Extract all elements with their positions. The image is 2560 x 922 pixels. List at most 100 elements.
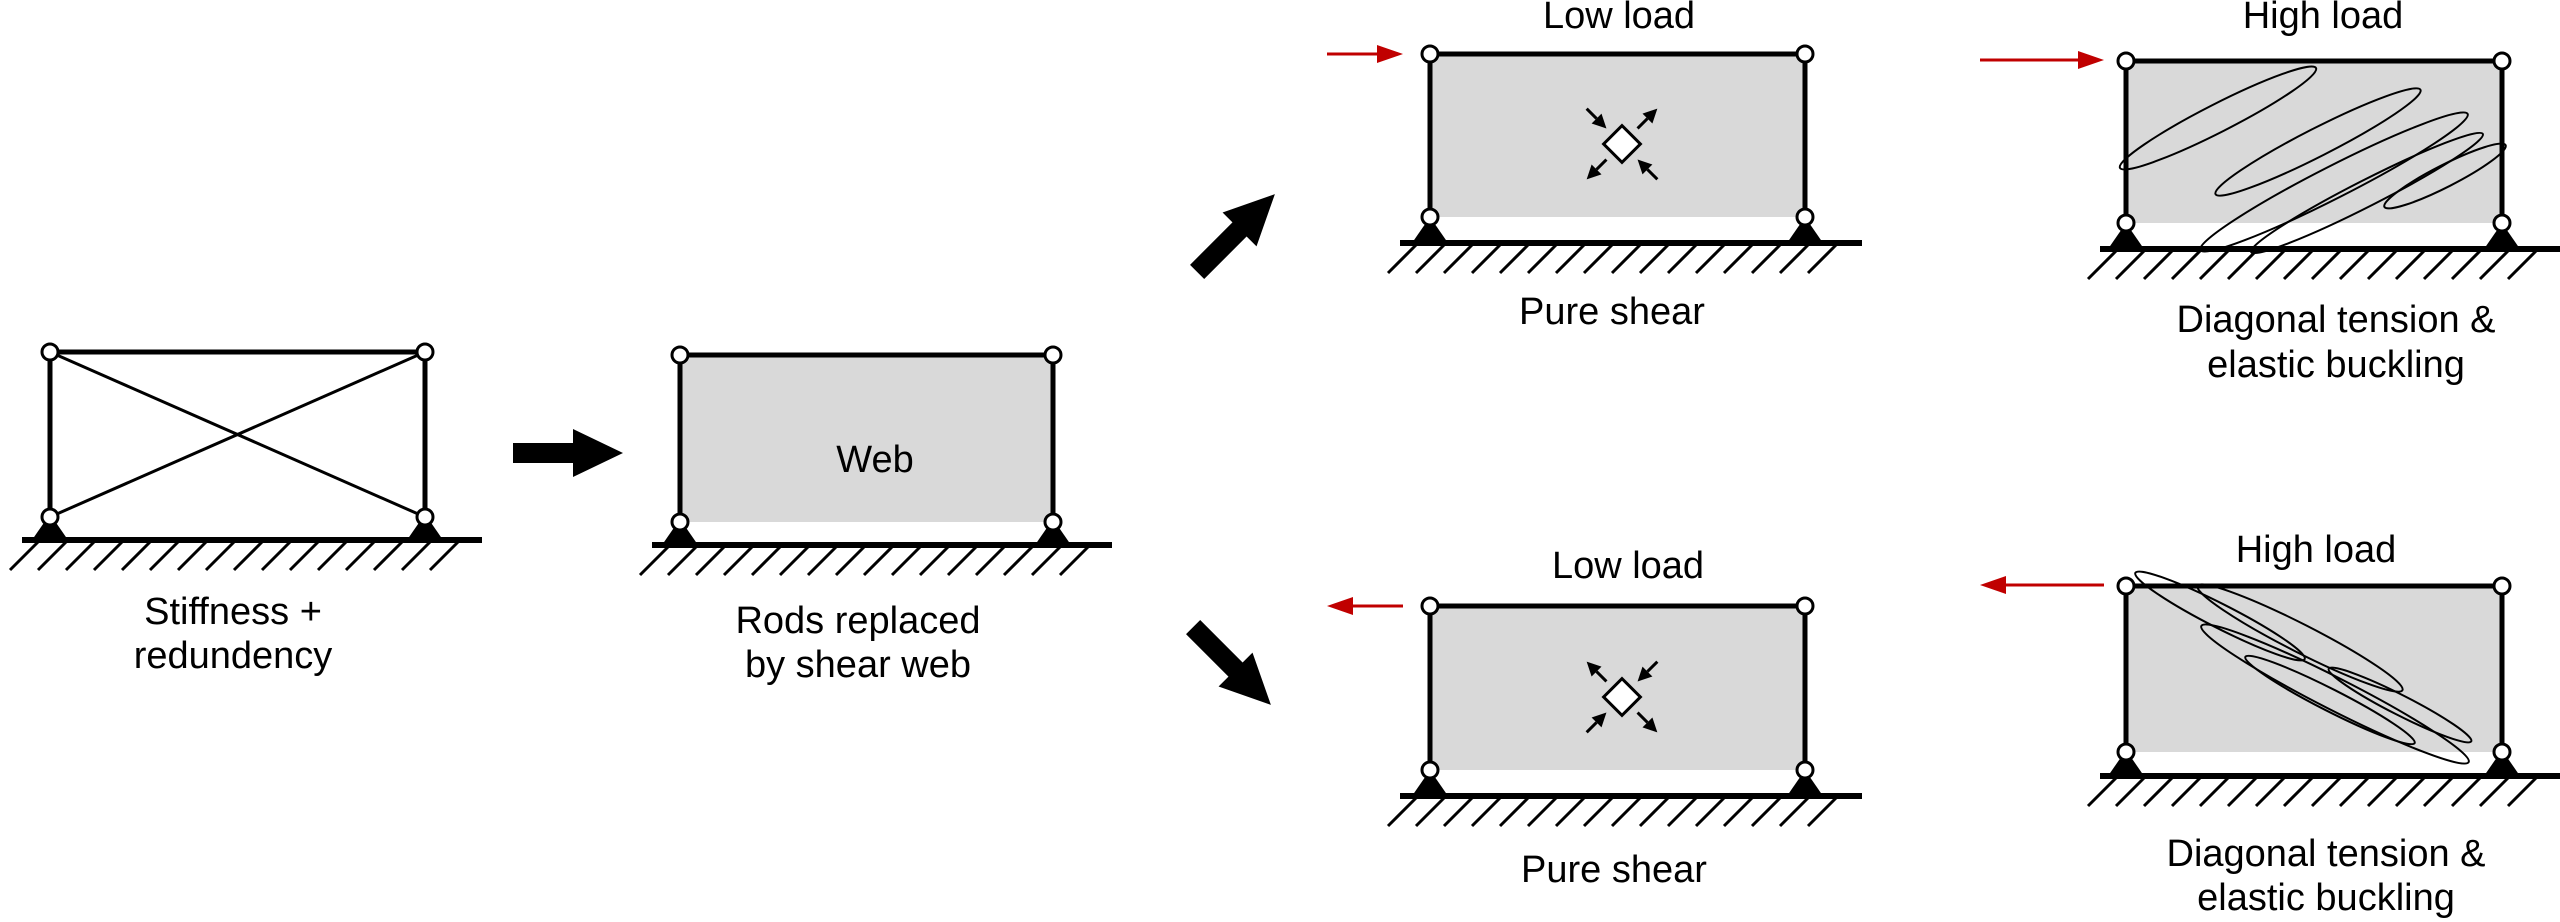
tension-arrow-icon-shaft	[1595, 670, 1608, 683]
buckle-wave-icon	[2118, 65, 2318, 171]
ground-hatch-icon	[288, 540, 320, 572]
ground-hatch-icon	[1778, 243, 1810, 275]
buckle-wave-icon	[2244, 654, 2416, 746]
web-label: Web	[836, 439, 913, 481]
ground-hatch-icon	[1582, 796, 1614, 828]
ground-hatch-icon	[1498, 243, 1530, 275]
ground-hatch-icon	[2310, 776, 2342, 808]
stress-element-icon	[1601, 123, 1643, 165]
shear-web-web-panel	[680, 355, 1053, 522]
ground-hatch-icon	[1526, 796, 1558, 828]
pin-joint-icon	[2116, 742, 2136, 762]
ground-hatch-icon	[2366, 776, 2398, 808]
ground-hatch-icon	[1806, 796, 1838, 828]
bottom-low-ground	[1386, 793, 1862, 828]
ground-hatch-icon	[2394, 776, 2426, 808]
ground-hatch-icon	[1554, 796, 1586, 828]
ground-hatch-icon	[92, 540, 124, 572]
buckle-wave-icon	[2383, 142, 2507, 210]
ground-hatch-icon	[1610, 243, 1642, 275]
ground-hatch-icon	[1030, 545, 1062, 577]
ground-hatch-icon	[2142, 776, 2174, 808]
tension-arrow-icon-shaft	[1595, 158, 1608, 171]
ground-hatch-icon	[2142, 249, 2174, 281]
ground-hatch-icon	[1722, 796, 1754, 828]
flow-arrow-icon	[1190, 194, 1275, 279]
pin-joint-icon	[2492, 742, 2512, 762]
pin-joint-icon	[40, 507, 60, 527]
ground-hatch-icon	[120, 540, 152, 572]
pin-joint-icon	[2116, 51, 2136, 71]
pin-support-icon	[1412, 770, 1448, 796]
truss-caption-line2: redundency	[134, 635, 333, 677]
pin-support-icon	[2108, 750, 2144, 776]
bottom-high-caption-line1: Diagonal tension &	[2167, 833, 2486, 875]
pin-joint-icon	[2492, 213, 2512, 233]
flow-arrow-shape	[1186, 620, 1271, 705]
ground-hatch-icon	[1386, 243, 1418, 275]
ground-hatch-icon	[316, 540, 348, 572]
tension-arrow-icon	[1642, 717, 1658, 733]
ground-hatch-icon	[918, 545, 950, 577]
bottom-pure-shear-caption: Pure shear	[1521, 849, 1707, 891]
pin-joint-icon	[1420, 596, 1440, 616]
ground-hatch-icon	[2254, 249, 2286, 281]
load-arrow-icon	[2078, 51, 2104, 69]
structure-layer	[32, 44, 2520, 796]
ground-hatch-icon	[2450, 776, 2482, 808]
ground-hatch-icon	[2394, 249, 2426, 281]
ground-hatch-icon	[2254, 776, 2286, 808]
top-low-ground	[1386, 240, 1862, 275]
bottom-low-load-title: Low load	[1552, 545, 1704, 587]
load-arrow-icon	[1327, 597, 1353, 615]
bottom-high-ground	[2086, 773, 2560, 808]
pin-support-icon	[1412, 217, 1448, 243]
ground-layer	[8, 240, 2560, 828]
ground-hatch-icon	[2310, 249, 2342, 281]
arrows-layer	[513, 45, 2104, 705]
flow-arrow-icon	[513, 429, 623, 477]
ground-hatch-icon	[2226, 249, 2258, 281]
pin-joint-icon	[1420, 44, 1440, 64]
ground-hatch-icon	[2114, 249, 2146, 281]
ground-hatch-icon	[862, 545, 894, 577]
compression-arrow-icon	[1637, 159, 1653, 175]
ground-hatch-icon	[2170, 249, 2202, 281]
ground-hatch-icon	[64, 540, 96, 572]
ground-hatch-icon	[1498, 796, 1530, 828]
pin-support-icon	[1035, 519, 1071, 545]
ground-hatch-icon	[2478, 776, 2510, 808]
buckle-wave-icon	[2196, 583, 2404, 693]
flow-arrow-shape	[513, 429, 623, 477]
ground-hatch-icon	[2478, 249, 2510, 281]
ground-hatch-icon	[722, 545, 754, 577]
ground-hatch-icon	[2114, 776, 2146, 808]
web-caption-line2: by shear web	[745, 644, 971, 686]
tension-arrow-icon-shaft	[1636, 711, 1649, 724]
web-caption-line1: Rods replaced	[735, 600, 980, 642]
ground-hatch-icon	[1694, 796, 1726, 828]
pin-support-icon	[32, 514, 68, 540]
flow-arrow-icon	[1186, 620, 1271, 705]
compression-arrow-icon-shaft	[1585, 721, 1598, 734]
tension-arrow-icon	[1586, 164, 1602, 180]
ground-hatch-icon	[372, 540, 404, 572]
buckle-wave-icon	[2214, 87, 2422, 197]
ground-hatch-icon	[1414, 243, 1446, 275]
ground-hatch-icon	[1058, 545, 1090, 577]
ground-hatch-icon	[1750, 796, 1782, 828]
pin-joint-icon	[1795, 207, 1815, 227]
ground-hatch-icon	[2366, 249, 2398, 281]
shear-web-ground	[638, 542, 1112, 577]
buckle-wave-icon	[2250, 131, 2484, 255]
top-high-caption-line2: elastic buckling	[2207, 344, 2465, 386]
bottom-high-web-panel	[2126, 586, 2502, 752]
top-high-ground	[2086, 246, 2560, 281]
pin-joint-icon	[40, 342, 60, 362]
ground-hatch-icon	[8, 540, 40, 572]
ground-hatch-icon	[2338, 249, 2370, 281]
ground-hatch-icon	[400, 540, 432, 572]
flow-arrow-shape	[1190, 194, 1275, 279]
pin-joint-icon	[2116, 576, 2136, 596]
ground-hatch-icon	[750, 545, 782, 577]
